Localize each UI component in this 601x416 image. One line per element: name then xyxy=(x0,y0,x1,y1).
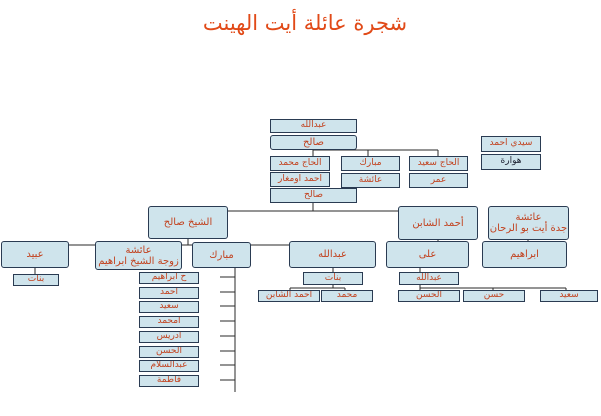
mbarek-child: احمد xyxy=(139,287,199,299)
node-ahmed-shabin-small: أحمد الشابن xyxy=(258,290,320,302)
node-abdallah-small: عبدالله xyxy=(399,272,459,285)
node-mbarek-mid: مبارك xyxy=(192,242,251,268)
node-hassan-small: الحسن xyxy=(398,290,460,302)
node-aicha-grandmother: عائشة جدة أيت بو الرحان xyxy=(488,206,569,240)
mbarek-child: ح ابراهيم xyxy=(139,272,199,284)
node-aicha-top: عائشة xyxy=(341,173,400,188)
mbarek-child: عبدالسلام xyxy=(139,360,199,372)
node-omar: عمر xyxy=(409,173,468,188)
node-hawwara: هوارة xyxy=(481,154,541,170)
node-ali: على xyxy=(386,241,469,268)
node-said-small: سعيد xyxy=(540,290,598,302)
node-ahmed-oumghar: احمد اومغار xyxy=(270,172,330,187)
node-salih-top: صالح xyxy=(270,135,357,150)
node-hassan2: حسن xyxy=(463,290,525,302)
node-aicha-wife-name: عائشة xyxy=(125,244,152,256)
node-haj-mohamed: الحاج محمد xyxy=(270,156,330,171)
node-mohamed-mid: محمد xyxy=(321,290,373,302)
node-ibrahim: ابراهيم xyxy=(482,241,567,268)
node-aicha-grandmother-note: جدة أيت بو الرحان xyxy=(489,223,568,234)
node-haj-said: الحاج سعيد xyxy=(409,156,468,171)
node-abdallah-mid: عبدالله xyxy=(289,241,376,268)
node-banat-left: بنات xyxy=(13,274,59,286)
node-banat-mid: بنات xyxy=(303,272,363,285)
node-aicha-wife-note: زوجة الشيخ ابراهيم xyxy=(98,255,179,267)
node-aicha-wife: عائشة زوجة الشيخ ابراهيم xyxy=(95,241,182,270)
node-sidi-ahmed: سيدي احمد xyxy=(481,136,541,152)
mbarek-child: فاطمة xyxy=(139,375,199,387)
page-title: شجرة عائلة أيت الهينت xyxy=(202,11,408,35)
node-sheikh-salih: الشيخ صالح xyxy=(148,206,228,239)
node-salih-small: صالح xyxy=(270,188,357,203)
node-aicha-grandmother-name: عائشة xyxy=(515,212,542,223)
node-ahmed-shabin: أحمد الشابن xyxy=(398,206,478,240)
node-abid: عبيد xyxy=(1,241,69,268)
mbarek-child: ادريس xyxy=(139,331,199,343)
node-abdallah-top: عبدالله xyxy=(270,119,357,133)
mbarek-child: الحسن xyxy=(139,346,199,358)
mbarek-child: امحمد xyxy=(139,316,199,328)
mbarek-child: سعيد xyxy=(139,301,199,313)
node-mbarek-top: مبارك xyxy=(341,156,400,171)
